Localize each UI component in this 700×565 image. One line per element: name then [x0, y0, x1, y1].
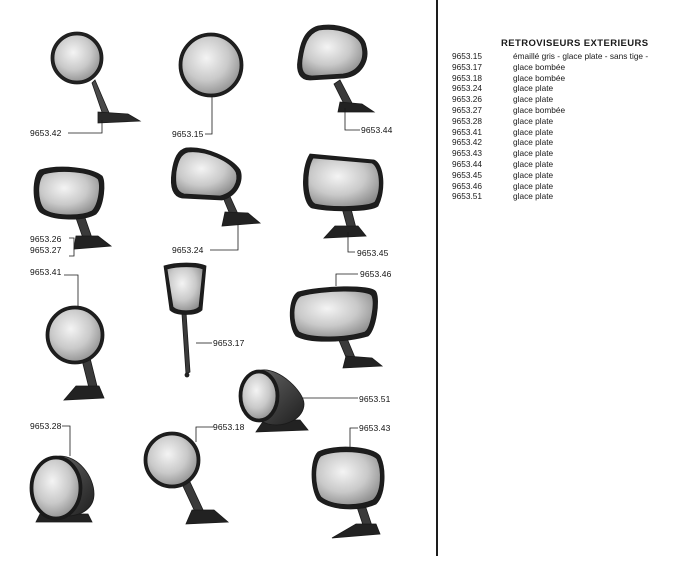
callout-9653-26: 9653.26 [30, 234, 62, 244]
mirror-9653-45 [303, 153, 384, 239]
mirror-9653-41 [45, 305, 105, 401]
legend-row: 9653.45 glace plate [452, 170, 697, 181]
legend-row: 9653.26 glace plate [452, 94, 697, 105]
mirror-9653-28 [29, 455, 95, 523]
part-description: glace plate [513, 169, 554, 180]
part-description: glace plate [513, 158, 554, 169]
mirror-9653-46 [289, 286, 384, 369]
legend-row: 9653.15 émaillé gris - glace plate - sans… [452, 51, 697, 62]
part-code: 9653.51 [452, 191, 482, 202]
callout-9653-41: 9653.41 [30, 267, 62, 277]
callout-9653-27: 9653.27 [30, 245, 62, 255]
part-code: 9653.17 [452, 61, 482, 72]
mirror-9653-44 [297, 24, 376, 113]
part-code: 9653.15 [452, 51, 482, 61]
callout-9653-17: 9653.17 [213, 338, 245, 348]
mirror-9653-51 [238, 369, 309, 433]
part-code: 9653.43 [452, 148, 482, 159]
part-description: glace plate [513, 137, 554, 148]
callout-9653-45: 9653.45 [357, 248, 389, 258]
mirror-9653-15 [178, 32, 244, 98]
column-divider [436, 0, 438, 556]
part-code: 9653.45 [452, 169, 482, 180]
part-description: glace plate [513, 191, 554, 202]
part-description: glace plate [513, 148, 554, 159]
mirror-9653-18 [143, 431, 230, 525]
callout-9653-43: 9653.43 [359, 423, 391, 433]
part-description: glace bombée [513, 104, 566, 115]
mirror-9653-17 [163, 262, 207, 378]
callout-9653-51: 9653.51 [359, 394, 391, 404]
mirror-9653-42 [50, 31, 142, 124]
legend-row: 9653.43 glace plate [452, 148, 697, 159]
legend-row: 9653.46 glace plate [452, 181, 697, 192]
part-description: glace plate [513, 94, 554, 105]
part-description: émaillé gris - glace plate - sans tige - [513, 51, 649, 61]
part-code: 9653.26 [452, 94, 482, 105]
legend-row: 9653.44 glace plate [452, 159, 697, 170]
callout-9653-28: 9653.28 [30, 421, 62, 431]
legend-row: 9653.28 glace plate [452, 116, 697, 127]
part-code: 9653.24 [452, 83, 482, 94]
mirror-9653-24 [170, 147, 262, 227]
part-description: glace bombée [513, 72, 566, 83]
legend-row: 9653.17 glace bombée [452, 62, 697, 73]
legend-row: 9653.51 glace plate [452, 191, 697, 202]
callout-9653-42: 9653.42 [30, 128, 62, 138]
part-code: 9653.41 [452, 126, 482, 137]
part-description: glace plate [513, 126, 554, 137]
part-code: 9653.28 [452, 115, 482, 126]
part-code: 9653.27 [452, 104, 482, 115]
callout-9653-15: 9653.15 [172, 129, 204, 139]
part-description: glace plate [513, 115, 554, 126]
mirror-9653-26 [33, 166, 113, 250]
mirror-9653-43 [311, 446, 385, 539]
callout-9653-44: 9653.44 [361, 125, 393, 135]
parts-legend: RETROVISEURS EXTERIEURS 9653.15 émaillé g… [452, 38, 697, 202]
legend-row: 9653.24 glace plate [452, 83, 697, 94]
legend-list: 9653.15 émaillé gris - glace plate - sans… [452, 51, 697, 202]
legend-title: RETROVISEURS EXTERIEURS [501, 38, 649, 49]
legend-row: 9653.27 glace bombée [452, 105, 697, 116]
legend-row: 9653.18 glace bombée [452, 73, 697, 84]
callout-leaders [62, 96, 360, 456]
part-description: glace plate [513, 83, 554, 94]
legend-row: 9653.42 glace plate [452, 137, 697, 148]
legend-row: 9653.41 glace plate [452, 127, 697, 138]
part-code: 9653.44 [452, 158, 482, 169]
part-description: glace plate [513, 180, 554, 191]
part-code: 9653.46 [452, 180, 482, 191]
part-code: 9653.42 [452, 137, 482, 148]
callout-9653-18: 9653.18 [213, 422, 245, 432]
part-description: glace bombée [513, 61, 566, 72]
part-code: 9653.18 [452, 72, 482, 83]
callout-9653-46: 9653.46 [360, 269, 392, 279]
callout-9653-24: 9653.24 [172, 245, 204, 255]
